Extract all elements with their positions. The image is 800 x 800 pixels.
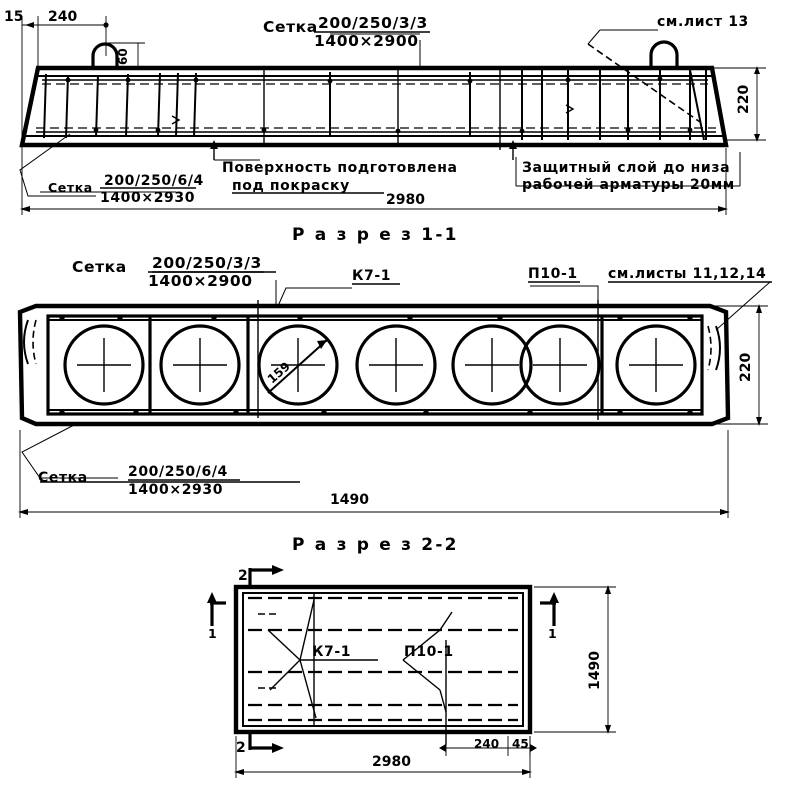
dim-240-label: 240 xyxy=(48,9,77,25)
lifting-loop-right xyxy=(649,40,679,70)
dim-2980-label: 2980 xyxy=(386,192,425,208)
plan-mark-k7-1: К7-1 xyxy=(312,644,351,660)
dim-15-label: 15 xyxy=(4,9,23,25)
rebar-node-dots-2-2 xyxy=(59,315,693,415)
dim-60-label: 60 xyxy=(116,48,130,65)
void-diameter-arrowhead xyxy=(317,340,327,349)
plan-inner-frame xyxy=(242,592,524,727)
mesh-bottom-denominator-2-2: 1400×2930 xyxy=(128,482,223,498)
rebar-node-dots xyxy=(65,76,693,134)
section-marker-2-bottom: 2 xyxy=(236,733,284,756)
void-circle xyxy=(355,324,437,406)
mesh-top-word-2-2: Сетка xyxy=(72,258,127,276)
mesh-bottom-denominator: 1400×2930 xyxy=(100,190,195,206)
dim-1490-label: 1490 xyxy=(330,492,369,508)
leader-sheet13-kink xyxy=(587,29,601,45)
note-surface-line-2: под покраску xyxy=(232,178,350,194)
mesh-bottom-numerator: 200/250/6/4 xyxy=(104,173,204,189)
leader-mesh-bottom xyxy=(19,133,96,197)
note-surface-line-1: Поверхность подготовлена xyxy=(222,160,458,176)
void-circle xyxy=(615,324,697,406)
void-circle xyxy=(63,324,145,406)
void-circle xyxy=(451,324,533,406)
mesh-frame-2-2 xyxy=(46,314,704,416)
mesh-bottom-word: Сетка xyxy=(48,180,93,195)
bar-break-mark-right xyxy=(565,104,575,114)
plan-outer-frame xyxy=(233,584,533,735)
dim-220-label: 220 xyxy=(736,85,752,114)
dim-plan-2980-label: 2980 xyxy=(372,754,411,770)
section-1-1-title: Р а з р е з 1-1 xyxy=(292,225,459,245)
leader-sheet13-to-part xyxy=(587,43,701,123)
lifting-loop-left xyxy=(91,42,119,70)
mesh-bottom-word-2-2: Сетка xyxy=(38,470,88,486)
plan-p10-leader-fan xyxy=(402,611,453,713)
section-marker-1-left: 1 xyxy=(207,592,226,641)
section-marker-2-bottom-label: 2 xyxy=(236,740,246,756)
section-marker-1-left-label: 1 xyxy=(208,626,217,641)
view-section-1-1: 15 240 60 220 2980 Сетка 200/250/3/3 140… xyxy=(4,9,766,245)
plan-mark-p10-1: П10-1 xyxy=(404,644,454,660)
note-cover-line-1: Защитный слой до низа xyxy=(522,160,730,176)
leader-k7-1 xyxy=(277,287,352,307)
view-plan: 2 2 1 1 1490 xyxy=(207,565,616,778)
mark-k7-1-label: К7-1 xyxy=(352,268,391,284)
void-diameter-arrow xyxy=(267,339,328,394)
section-marker-1-right: 1 xyxy=(540,592,559,641)
mesh-top-numerator-2-2: 200/250/3/3 xyxy=(152,254,262,272)
void-circle xyxy=(159,324,241,406)
mesh-bottom-numerator-2-2: 200/250/6/4 xyxy=(128,464,228,480)
dim-plan-240-label: 240 xyxy=(474,737,499,751)
leader-p10-1 xyxy=(530,285,599,320)
section-marker-1-right-label: 1 xyxy=(548,626,557,641)
note-cover-line-2: рабочей арматуры 20мм xyxy=(522,177,735,193)
lifting-slot-left xyxy=(23,319,29,365)
slab-end-chamfer-right xyxy=(689,69,705,141)
section-marker-2-top: 2 xyxy=(238,565,284,586)
dim-plan-45-label: 45 xyxy=(512,737,529,751)
view-section-2-2: 159 xyxy=(17,254,772,555)
plan-rebar-dashes xyxy=(248,596,518,722)
dim-tick-15 xyxy=(25,22,34,28)
mesh-top-denominator: 1400×2900 xyxy=(314,32,419,50)
leader-mesh-bottom-2-2 xyxy=(21,423,118,479)
arrow-cover-note xyxy=(509,140,517,149)
void-circles-group xyxy=(63,324,697,406)
lifting-slot-right xyxy=(715,325,721,371)
dim-220-label-2-2: 220 xyxy=(738,353,754,382)
lifting-slot-left-dashed xyxy=(32,319,37,365)
note-sheet-13: см.лист 13 xyxy=(657,14,749,30)
section-marker-2-top-label: 2 xyxy=(238,568,248,584)
bar-break-mark-left xyxy=(171,115,181,125)
lifting-slot-right-dashed xyxy=(707,325,712,371)
mesh-top-denominator-2-2: 1400×2900 xyxy=(148,272,253,290)
slab-outline-section-2-2 xyxy=(17,303,731,427)
mark-p10-1-label: П10-1 xyxy=(528,266,578,282)
mesh-top-word: Сетка xyxy=(263,18,318,36)
plan-k7-leader-fan xyxy=(267,599,378,719)
void-circle xyxy=(519,324,601,406)
mesh-top-numerator: 200/250/3/3 xyxy=(318,14,428,32)
dim-plan-1490-label: 1490 xyxy=(587,651,603,690)
section-2-2-title: Р а з р е з 2-2 xyxy=(292,535,459,555)
note-see-sheets: см.листы 11,12,14 xyxy=(608,266,766,282)
arrow-surface-note xyxy=(210,140,218,149)
dim-point-240 xyxy=(103,22,109,28)
